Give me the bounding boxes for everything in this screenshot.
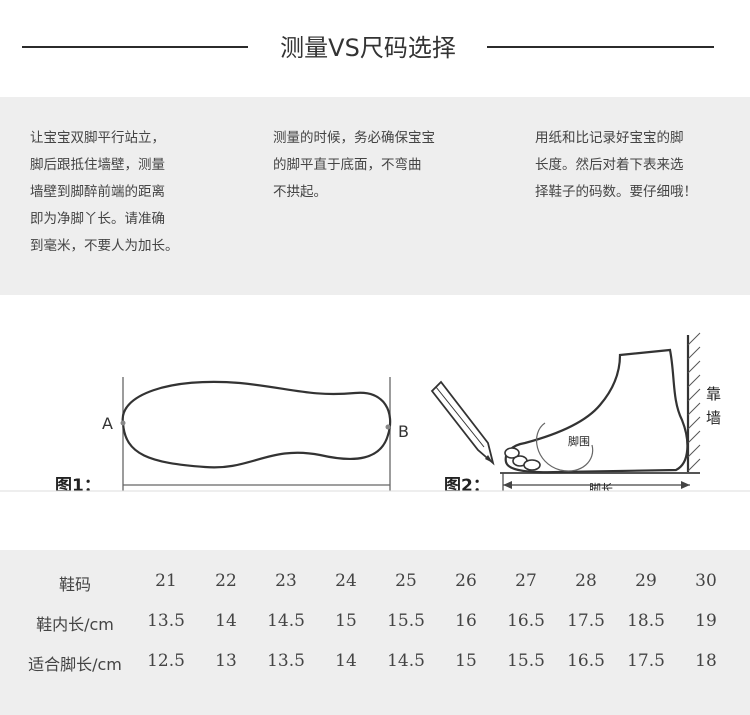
title-divider-right <box>487 46 714 48</box>
instruction-line: 到毫米，不要人为加长。 <box>30 238 179 254</box>
table-cell: 15.5 <box>387 611 425 631</box>
point-b-marker <box>385 424 391 430</box>
table-cell: 15.5 <box>507 651 545 671</box>
figure-1: A B 图1： <box>55 377 409 496</box>
instruction-line: 测量的时候，务必确保宝宝 <box>273 130 435 146</box>
table-cell: 15 <box>455 651 477 671</box>
table-row: 鞋码 21 22 23 24 25 26 27 28 29 30 <box>0 562 750 602</box>
row-label: 鞋码 <box>58 575 91 594</box>
row-label: 鞋内长/cm <box>36 615 114 634</box>
table-cell: 27 <box>515 571 537 591</box>
row-label: 适合脚长/cm <box>28 655 122 674</box>
instruction-line: 即为净脚丫长。请准确 <box>30 211 165 227</box>
point-a-label: A <box>102 414 113 433</box>
wall-icon <box>686 332 701 473</box>
instructions-column-1: 让宝宝双脚平行站立， 脚后跟抵住墙壁，测量 墙壁到脚醉前端的距离 即为净脚丫长。… <box>30 125 179 260</box>
instruction-line: 不拱起。 <box>273 184 327 200</box>
measurement-figures: A B 图1： <box>0 295 750 550</box>
instruction-line: 的脚平直于底面，不弯曲 <box>273 157 422 173</box>
table-cell: 19 <box>695 611 717 631</box>
point-a-marker <box>120 420 126 426</box>
table-cell: 15 <box>335 611 357 631</box>
arrow-right-icon <box>681 481 690 489</box>
arrow-left-icon <box>503 481 512 489</box>
table-row: 鞋内长/cm 13.5 14 14.5 15 15.5 16 16.5 17.5… <box>0 602 750 642</box>
table-cell: 30 <box>695 571 717 591</box>
wall-label-2: 墙 <box>706 409 721 427</box>
toe <box>523 459 541 471</box>
instruction-line: 择鞋子的码数。要仔细哦！ <box>535 184 697 200</box>
size-table: 鞋码 21 22 23 24 25 26 27 28 29 30 鞋内长/cm … <box>0 550 750 715</box>
instructions-panel: 让宝宝双脚平行站立， 脚后跟抵住墙壁，测量 墙壁到脚醉前端的距离 即为净脚丫长。… <box>0 97 750 295</box>
foot-outline-top-view <box>121 380 392 469</box>
table-cell: 28 <box>575 571 597 591</box>
figure-2: 靠 墙 脚围 脚长 图2： <box>430 332 721 496</box>
instruction-line: 脚后跟抵住墙壁，测量 <box>30 157 165 173</box>
table-row: 适合脚长/cm 12.5 13 13.5 14 14.5 15 15.5 16.… <box>0 642 750 682</box>
title-divider-left <box>22 46 248 48</box>
instructions-column-3: 用纸和比记录好宝宝的脚 长度。然后对着下表来选 择鞋子的码数。要仔细哦！ <box>535 125 697 206</box>
table-cell: 13 <box>215 651 237 671</box>
instruction-line: 用纸和比记录好宝宝的脚 <box>535 130 684 146</box>
table-cell: 26 <box>455 571 477 591</box>
table-cell: 25 <box>395 571 417 591</box>
instruction-line: 长度。然后对着下表来选 <box>535 157 684 173</box>
table-cell: 17.5 <box>567 611 605 631</box>
table-cell: 14.5 <box>267 611 305 631</box>
measurement-illustration: A B 图1： <box>0 332 750 550</box>
figure-crop-mask <box>0 491 750 550</box>
table-cell: 13.5 <box>267 651 305 671</box>
table-cell: 23 <box>275 571 297 591</box>
foot-side-view <box>504 348 689 474</box>
table-cell: 12.5 <box>147 651 185 671</box>
toe <box>504 447 520 459</box>
table-cell: 16 <box>455 611 477 631</box>
table-cell: 14 <box>215 611 237 631</box>
title-row: 测量VS尺码选择 <box>0 0 750 97</box>
table-cell: 18.5 <box>627 611 665 631</box>
instruction-line: 墙壁到脚醉前端的距离 <box>30 184 165 200</box>
circumference-label: 脚围 <box>568 434 590 448</box>
table-cell: 18 <box>695 651 717 671</box>
point-b-label: B <box>398 422 409 441</box>
instruction-line: 让宝宝双脚平行站立， <box>30 130 165 146</box>
table-cell: 17.5 <box>627 651 665 671</box>
table-cell: 22 <box>215 571 237 591</box>
table-cell: 14.5 <box>387 651 425 671</box>
table-cell: 21 <box>155 571 177 591</box>
table-cell: 24 <box>335 571 357 591</box>
page-title: 测量VS尺码选择 <box>280 34 456 62</box>
table-cell: 14 <box>335 651 357 671</box>
circumference-arc <box>536 422 594 472</box>
table-cell: 29 <box>635 571 657 591</box>
table-cell: 16.5 <box>567 651 605 671</box>
instructions-column-2: 测量的时候，务必确保宝宝 的脚平直于底面，不弯曲 不拱起。 <box>273 125 435 206</box>
wall-label-1: 靠 <box>706 385 721 403</box>
pencil-icon <box>430 380 495 466</box>
table-cell: 13.5 <box>147 611 185 631</box>
table-cell: 16.5 <box>507 611 545 631</box>
